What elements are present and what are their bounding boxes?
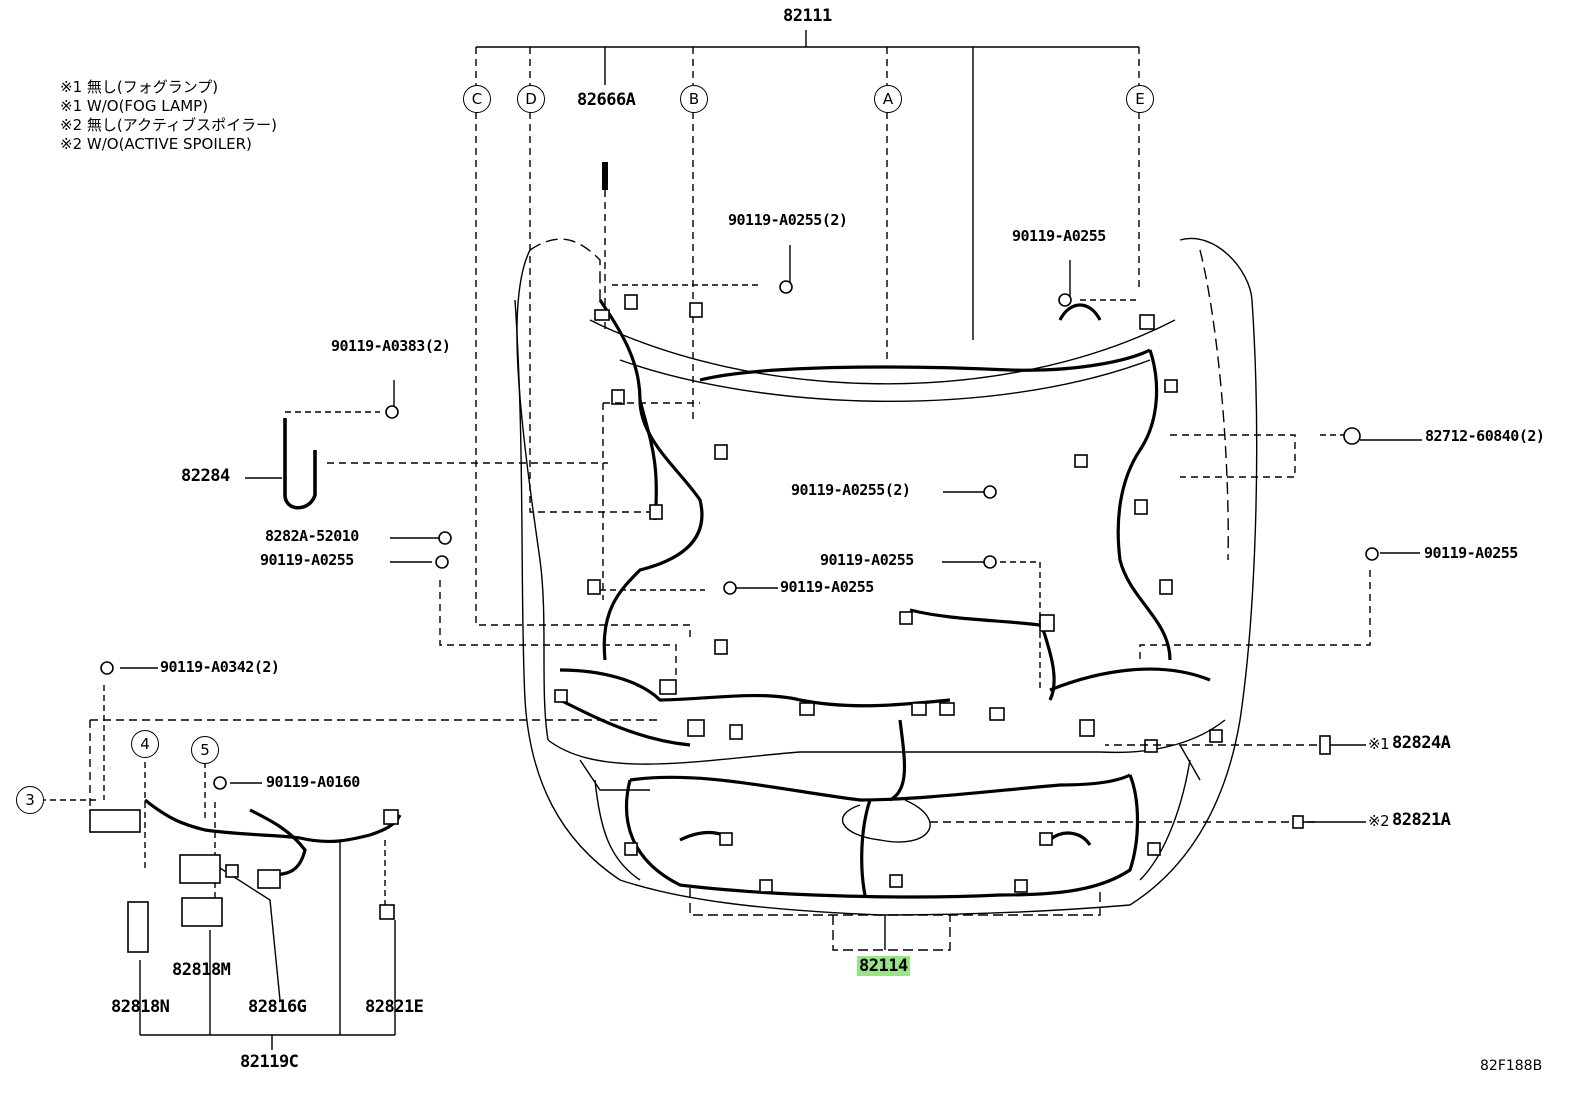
callout-c: C <box>463 85 491 113</box>
highlight-82114: 82114 <box>857 956 910 976</box>
part-82816g[interactable]: 82816G <box>248 997 307 1017</box>
part-90119-a0255-2-top[interactable]: 90119-A0255(2) <box>728 211 848 229</box>
note-line: ※1 W/O(FOG LAMP) <box>60 97 209 115</box>
part-82111[interactable]: 82111 <box>783 6 832 26</box>
callout-3: 3 <box>16 786 44 814</box>
note-line: ※2 無し(アクティブスポイラー) <box>60 116 277 134</box>
part-82666a[interactable]: 82666A <box>577 90 636 110</box>
part-82712-60840[interactable]: 82712-60840(2) <box>1425 427 1545 445</box>
callout-4: 4 <box>131 730 159 758</box>
callout-d: D <box>517 85 545 113</box>
part-90119-a0255-center[interactable]: 90119-A0255 <box>820 551 914 569</box>
part-82818n[interactable]: 82818N <box>111 997 170 1017</box>
callout-e: E <box>1126 85 1154 113</box>
note-marker-2: ※2 <box>1368 812 1390 830</box>
note-line: ※2 W/O(ACTIVE SPOILER) <box>60 135 252 153</box>
note-marker-1: ※1 <box>1368 735 1390 753</box>
callout-5: 5 <box>191 736 219 764</box>
part-82284[interactable]: 82284 <box>181 466 230 486</box>
part-90119-a0255-left[interactable]: 90119-A0255 <box>260 551 354 569</box>
part-8282a-52010[interactable]: 8282A-52010 <box>265 527 359 545</box>
part-82119c[interactable]: 82119C <box>240 1052 299 1072</box>
part-90119-a0255-right-top[interactable]: 90119-A0255 <box>1012 227 1106 245</box>
notes: ※1 無し(フォグランプ) ※1 W/O(FOG LAMP) ※2 無し(アクテ… <box>60 78 277 154</box>
part-90119-a0383[interactable]: 90119-A0383(2) <box>331 337 451 355</box>
callout-a: A <box>874 85 902 113</box>
part-82824a[interactable]: 82824A <box>1392 733 1451 753</box>
part-82114[interactable]: 82114 <box>857 956 910 976</box>
part-90119-a0160[interactable]: 90119-A0160 <box>266 773 360 791</box>
part-90119-a0255-right[interactable]: 90119-A0255 <box>1424 544 1518 562</box>
part-90119-a0255-left-center[interactable]: 90119-A0255 <box>780 578 874 596</box>
part-90119-a0255-2-mid[interactable]: 90119-A0255(2) <box>791 481 911 499</box>
part-82821a[interactable]: 82821A <box>1392 810 1451 830</box>
part-82818m[interactable]: 82818M <box>172 960 231 980</box>
note-line: ※1 無し(フォグランプ) <box>60 78 219 96</box>
callout-b: B <box>680 85 708 113</box>
part-90119-a0342[interactable]: 90119-A0342(2) <box>160 658 280 676</box>
part-82821e[interactable]: 82821E <box>365 997 424 1017</box>
diagram-id: 82F188B <box>1480 1058 1543 1074</box>
